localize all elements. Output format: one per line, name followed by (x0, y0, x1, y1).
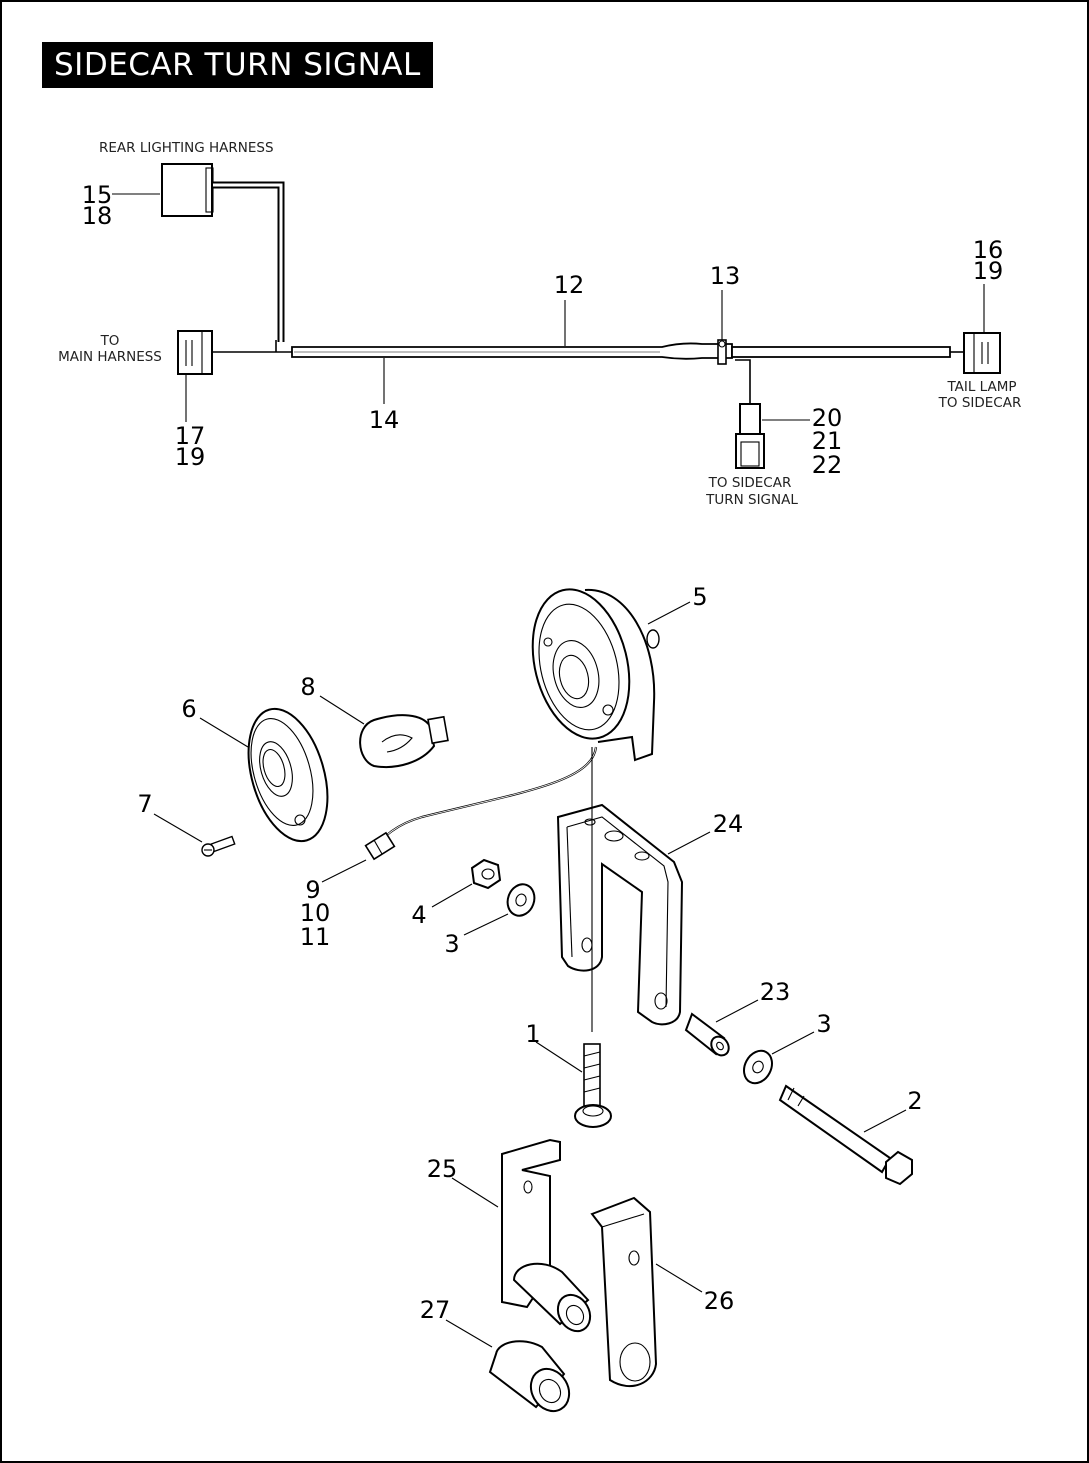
callout-22: 22 (812, 451, 843, 479)
caption-to-turn-signal-line2: TURN SIGNAL (705, 492, 798, 508)
spacer-tube (488, 1340, 571, 1413)
assembly-leader-lines (153, 601, 907, 1348)
callout-5: 5 (692, 583, 707, 611)
callout-21: 21 (812, 427, 843, 455)
callout-19-lower: 19 (175, 443, 206, 471)
callout-3-upper: 3 (444, 930, 459, 958)
callout-13: 13 (710, 262, 741, 290)
callout-17: 17 (175, 422, 206, 450)
callout-7: 7 (137, 790, 152, 818)
callout-6: 6 (181, 695, 196, 723)
side-bracket-right (590, 1196, 658, 1388)
lamp-bulb (359, 714, 449, 768)
callout-27: 27 (420, 1296, 451, 1324)
hex-bolt (778, 1084, 913, 1186)
callout-25: 25 (427, 1155, 458, 1183)
callout-12: 12 (554, 271, 585, 299)
main-harness-connector (177, 330, 292, 375)
page-title: SIDECAR TURN SIGNAL (42, 42, 433, 88)
callout-2: 2 (907, 1087, 922, 1115)
callout-14: 14 (369, 406, 400, 434)
side-bracket-left (501, 1138, 592, 1333)
callout-24: 24 (713, 810, 744, 838)
lamp-housing (531, 588, 660, 762)
bulb-socket-connector (364, 831, 396, 861)
callout-15: 15 (82, 181, 113, 209)
harness-conduit (291, 339, 964, 365)
hex-nut (470, 858, 502, 890)
rear-lighting-connector (161, 163, 285, 342)
caption-to-main-harness-line1: TO (100, 333, 120, 349)
lens-screw (201, 835, 236, 857)
harness-leader-lines (112, 193, 985, 422)
callout-19-upper: 19 (973, 257, 1004, 285)
washer-lower (743, 1049, 773, 1085)
washer-upper (506, 883, 536, 917)
wiring-harness (112, 163, 1001, 469)
callout-numbers: 15 18 12 13 16 19 14 17 19 20 21 22 5 8 … (82, 181, 1004, 1324)
tail-lamp-connector (963, 332, 1001, 374)
caption-to-main-harness-line2: MAIN HARNESS (58, 349, 162, 365)
callout-11: 11 (300, 923, 331, 951)
lamp-lens (247, 707, 329, 843)
callout-9: 9 (305, 876, 320, 904)
lamp-assembly (153, 588, 913, 1413)
spacer-sleeve (684, 1012, 730, 1057)
mounting-bracket (556, 803, 684, 1026)
callout-1: 1 (525, 1020, 540, 1048)
caption-tail-lamp-line2: TO SIDECAR (938, 395, 1022, 411)
callout-20: 20 (812, 404, 843, 432)
caption-tail-lamp-line1: TAIL LAMP (946, 379, 1016, 395)
callout-18: 18 (82, 202, 113, 230)
caption-to-turn-signal-line1: TO SIDECAR (708, 475, 792, 491)
callout-26: 26 (704, 1287, 735, 1315)
callout-4: 4 (411, 901, 426, 929)
callout-3-lower: 3 (816, 1010, 831, 1038)
callout-8: 8 (300, 673, 315, 701)
caption-rear-lighting-harness: REAR LIGHTING HARNESS (99, 140, 274, 156)
mounting-screw (574, 1043, 612, 1128)
callout-16: 16 (973, 236, 1004, 264)
turn-signal-connector (735, 359, 765, 469)
callout-23: 23 (760, 978, 791, 1006)
callout-10: 10 (300, 899, 331, 927)
